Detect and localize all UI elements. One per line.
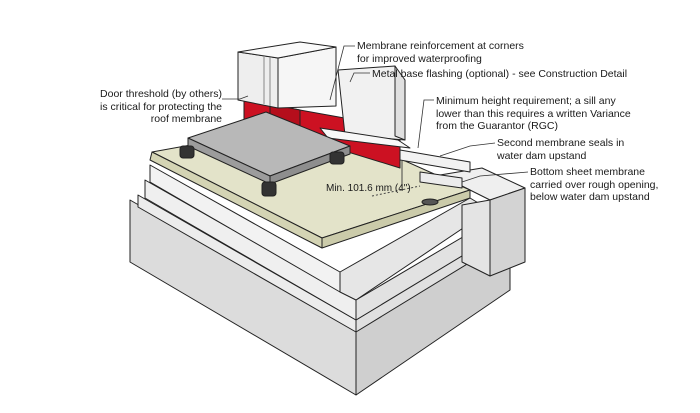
label-bottom-sheet-membrane: Bottom sheet membrane carried over rough… <box>530 166 659 203</box>
door-threshold-front <box>237 51 279 109</box>
drain <box>421 198 439 206</box>
door-threshold-top <box>237 41 337 59</box>
pedestal-front <box>261 181 277 197</box>
pedestal-right <box>329 151 345 165</box>
leader-threshold <box>222 95 249 100</box>
leader-second-membrane <box>439 142 496 157</box>
leader-reinforcement <box>329 45 355 101</box>
insulation-upper-right <box>339 197 491 301</box>
leader-min-height <box>417 99 434 149</box>
water-dam-upstand <box>399 149 471 173</box>
pedestal-left <box>179 145 195 159</box>
metal-base-flashing-foot <box>319 127 411 149</box>
water-dam-cap <box>419 171 463 189</box>
curb-wall-front <box>461 199 491 277</box>
label-door-threshold: Door threshold (by others) is critical f… <box>100 88 222 125</box>
label-min-dimension: Min. 101.6 mm (4") <box>326 183 411 194</box>
label-minimum-height: Minimum height requirement; a sill any l… <box>436 95 631 132</box>
curb-wall-face <box>489 187 526 277</box>
label-metal-base-flashing: Metal base flashing (optional) - see Con… <box>372 68 628 80</box>
leader-metal-flashing <box>349 72 370 83</box>
label-second-membrane: Second membrane seals in water dam upsta… <box>497 137 625 162</box>
label-membrane-reinforcement: Membrane reinforcement at corners for im… <box>357 40 524 65</box>
metal-base-flashing-side <box>394 65 406 141</box>
leader-bottom-sheet <box>461 171 529 183</box>
